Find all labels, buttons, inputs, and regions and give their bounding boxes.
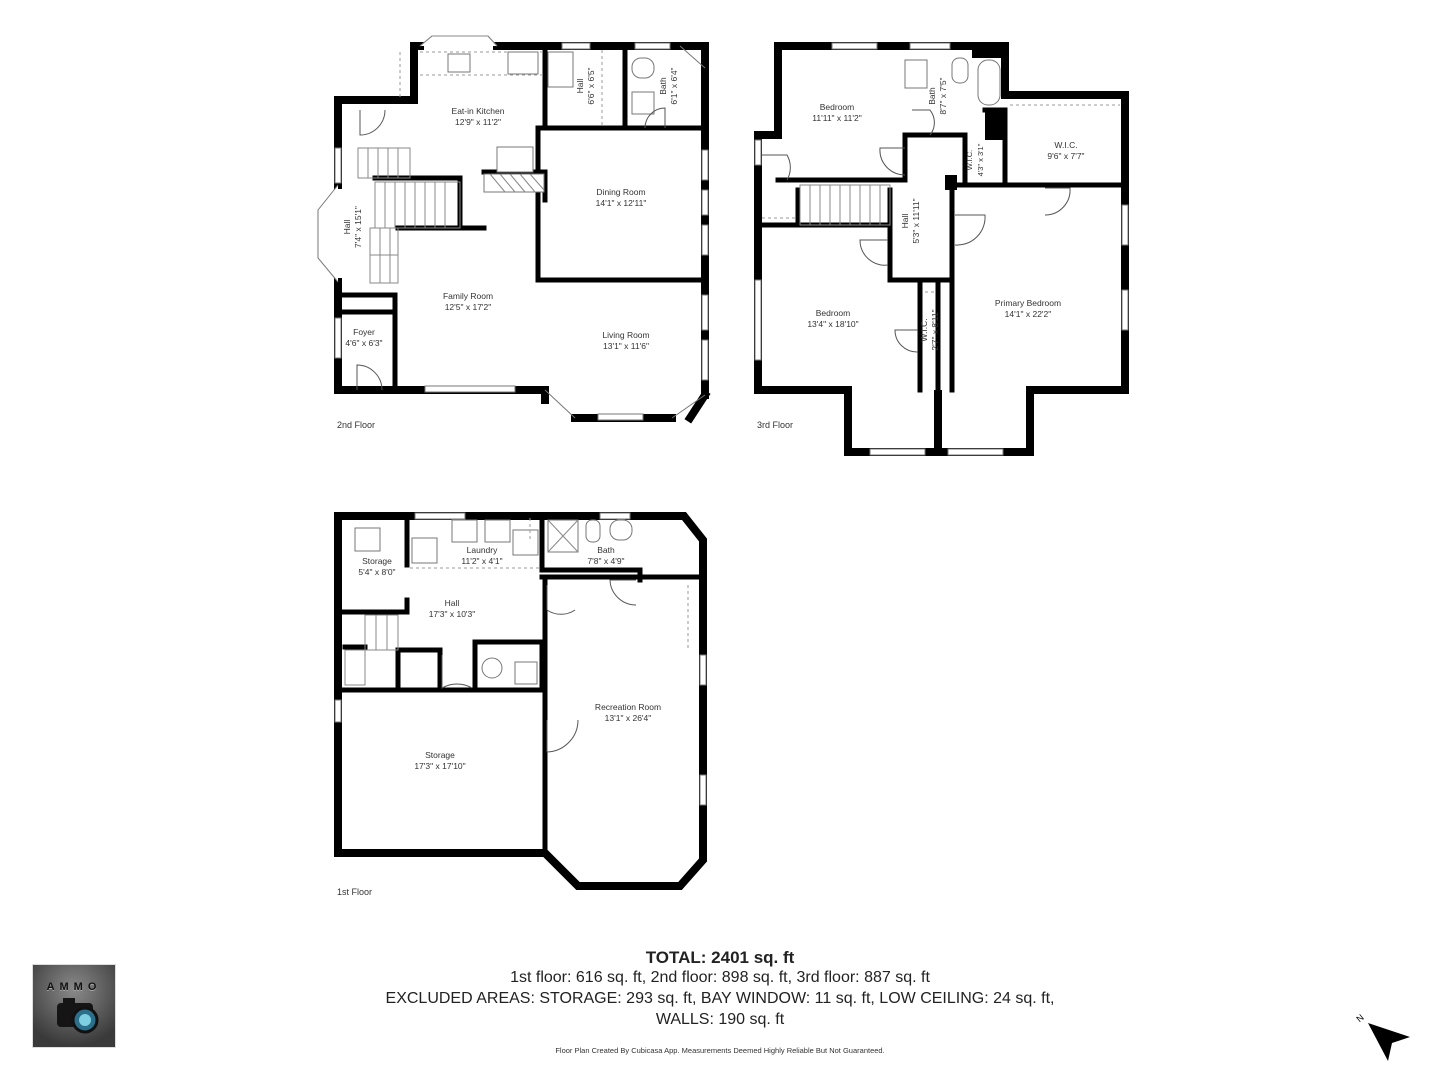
room-dims: 13'1" x 11'6": [603, 341, 649, 351]
room-label-dining-room: Dining Room 14'1" x 12'11": [596, 187, 647, 209]
room-dims: 7'8" x 4'9": [587, 556, 625, 566]
room-label-bedroom-top: Bedroom 11'11" x 11'2": [812, 102, 861, 124]
room-label-eat-in-kitchen: Eat-in Kitchen 12'9" x 11'2": [452, 106, 505, 128]
floor-areas: 1st floor: 616 sq. ft, 2nd floor: 898 sq…: [510, 969, 930, 986]
room-name: Hall: [444, 598, 460, 608]
room-label-hall-small: Hall 6'6" x 6'5": [575, 67, 597, 104]
room-name: Recreation Room: [594, 702, 662, 712]
room-name: Family Room: [442, 291, 494, 301]
room-name: Hall: [900, 213, 910, 229]
room-label-bath-1f: Bath 7'8" x 4'9": [587, 545, 624, 567]
room-dims: 17'3" x 17'10": [414, 761, 466, 771]
room-label-hall-3f: Hall 5'3" x 11'11": [900, 198, 922, 243]
room-label-wic-small: W.I.C. 4'3" x 3'1": [964, 144, 986, 177]
room-label-wic-narrow: W.I.C. 2'7" x 8'11": [919, 309, 941, 350]
north-label: N: [1354, 1012, 1365, 1024]
room-dims: 14'1" x 12'11": [595, 198, 647, 208]
room-name: W.I.C.: [965, 149, 974, 171]
north-arrow-icon: N: [1354, 1012, 1410, 1061]
room-dims: 9'6" x 7'7": [1047, 151, 1085, 161]
room-name: Bath: [927, 87, 937, 105]
room-label-bath-2f: Bath 6'1" x 6'4": [658, 67, 680, 104]
room-label-primary-bedroom: Primary Bedroom 14'1" x 22'2": [995, 298, 1061, 320]
room-dims: 17'3" x 10'3": [428, 609, 476, 619]
room-dims: 5'3" x 11'11": [911, 198, 921, 244]
room-label-living-room: Living Room 13'1" x 11'6": [602, 330, 649, 352]
room-dims: 5'4" x 8'0": [358, 567, 396, 577]
disclaimer: Floor Plan Created By Cubicasa App. Meas…: [555, 1046, 885, 1055]
room-name: Storage: [362, 556, 392, 566]
room-name: Laundry: [466, 545, 498, 555]
room-dims: 13'1" x 26'4": [604, 713, 652, 723]
room-dims: 14'1" x 22'2": [1004, 309, 1052, 319]
room-name: Bath: [597, 545, 615, 555]
room-label-hall-1f: Hall 17'3" x 10'3": [429, 598, 476, 620]
room-name: Hall: [575, 78, 585, 94]
room-name: Bedroom: [819, 102, 855, 112]
room-dims: 2'7" x 8'11": [930, 309, 940, 351]
room-name: Eat-in Kitchen: [451, 106, 505, 116]
room-label-foyer: Foyer 4'6" x 6'3": [345, 327, 382, 349]
room-name: Hall: [342, 219, 352, 235]
room-label-storage-small: Storage 5'4" x 8'0": [358, 556, 395, 578]
excluded-areas: EXCLUDED AREAS: STORAGE: 293 sq. ft, BAY…: [385, 990, 1055, 1007]
second-floor-plan: [317, 35, 711, 424]
third-floor-plan: [754, 42, 1129, 456]
walls-area: WALLS: 190 sq. ft: [655, 1011, 785, 1028]
room-dims: 11'11" x 11'2": [812, 113, 862, 123]
room-label-bedroom-left: Bedroom 13'4" x 18'10": [807, 308, 858, 330]
room-name: W.I.C.: [919, 318, 929, 342]
room-dims: 8'7" x 7'5": [938, 77, 948, 115]
logo-text: AMMO: [46, 981, 102, 993]
room-label-bath-3f: Bath 8'7" x 7'5": [927, 77, 949, 114]
room-dims: 13'4" x 18'10": [807, 319, 859, 329]
room-name: Primary Bedroom: [994, 298, 1062, 308]
room-dims: 4'6" x 6'3": [345, 338, 383, 348]
room-name: Storage: [425, 750, 455, 760]
total-area: TOTAL: 2401 sq. ft: [645, 948, 795, 967]
room-dims: 4'3" x 3'1": [976, 143, 985, 177]
room-dims: 11'2" x 4'1": [461, 556, 503, 566]
room-name: Living Room: [602, 330, 650, 340]
camera-icon: [57, 998, 99, 1034]
room-dims: 12'5" x 17'2": [444, 302, 492, 312]
ammo-logo: AMMO: [33, 965, 115, 1047]
floor-label-2nd: 2nd Floor: [337, 420, 376, 430]
room-name: Foyer: [353, 327, 375, 337]
room-label-wic-large: W.I.C. 9'6" x 7'7": [1047, 140, 1084, 162]
room-label-storage-large: Storage 17'3" x 17'10": [414, 750, 465, 772]
floor-label-3rd: 3rd Floor: [757, 420, 794, 430]
room-label-recreation-room: Recreation Room 13'1" x 26'4": [595, 702, 661, 724]
room-dims: 7'4" x 15'1": [353, 206, 363, 248]
first-floor-plan: [334, 512, 707, 890]
room-label-laundry: Laundry 11'2" x 4'1": [461, 545, 502, 567]
room-label-hall-2f: Hall 7'4" x 15'1": [342, 206, 364, 248]
room-dims: 6'1" x 6'4": [669, 67, 679, 105]
room-name: Bath: [658, 77, 668, 95]
floor-label-1st: 1st Floor: [337, 887, 373, 897]
room-name: Bedroom: [815, 308, 851, 318]
room-name: Dining Room: [596, 187, 646, 197]
room-dims: 12'9" x 11'2": [454, 117, 501, 127]
room-label-family-room: Family Room 12'5" x 17'2": [443, 291, 493, 313]
room-dims: 6'6" x 6'5": [586, 67, 596, 105]
room-name: W.I.C.: [1054, 140, 1078, 150]
